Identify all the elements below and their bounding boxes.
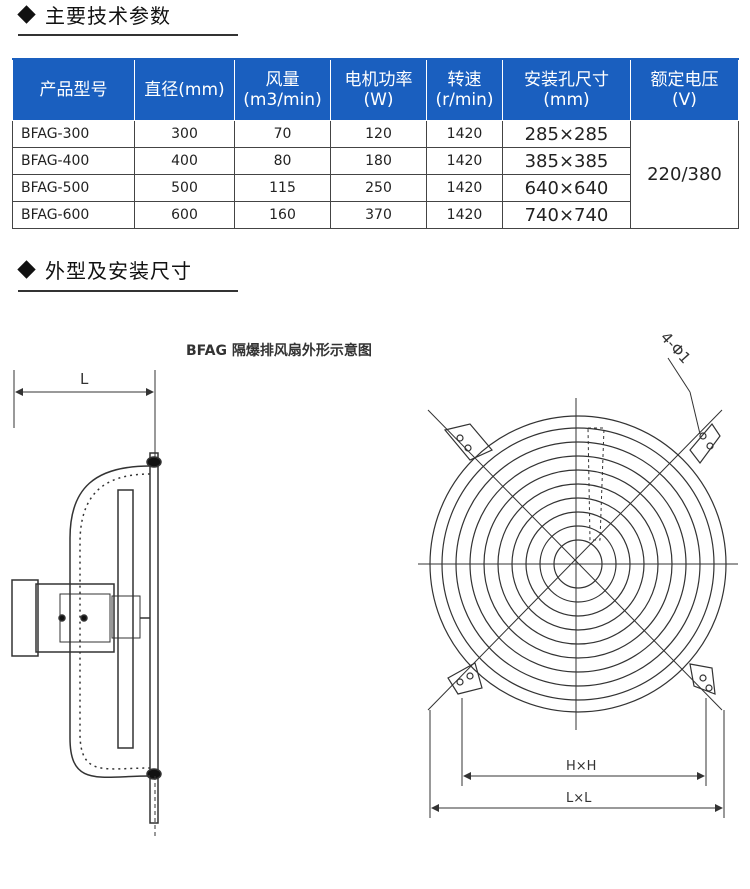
section-title: 外型及安装尺寸	[45, 258, 192, 283]
cell-airflow: 80	[234, 147, 331, 175]
header-airflow: 风量(m3/min)	[234, 58, 331, 121]
cell-diameter: 300	[134, 120, 235, 148]
header-voltage: 额定电压(V)	[630, 58, 739, 121]
cell-speed: 1420	[426, 174, 503, 202]
section-divider	[18, 34, 238, 36]
cell-airflow: 115	[234, 174, 331, 202]
label-overall-size: L×L	[566, 791, 592, 806]
label-length: L	[80, 370, 89, 388]
label-mounting-holes: 4-Φ1	[657, 328, 695, 367]
header-power: 电机功率(W)	[330, 58, 427, 121]
section-header-specs: 主要技术参数	[14, 1, 171, 28]
cell-speed: 1420	[426, 147, 503, 175]
table-row: BFAG-400 400 80 180 1420 385×385	[12, 147, 739, 175]
cell-model: BFAG-600	[12, 201, 135, 229]
cell-model: BFAG-300	[12, 120, 135, 148]
cell-hole-size: 285×285	[502, 120, 631, 148]
specs-table: 产品型号 直径(mm) 风量(m3/min) 电机功率(W) 转速(r/min)…	[12, 58, 739, 229]
table-header-row: 产品型号 直径(mm) 风量(m3/min) 电机功率(W) 转速(r/min)…	[12, 58, 739, 121]
cell-hole-size: 640×640	[502, 174, 631, 202]
front-view	[418, 357, 738, 818]
cell-hole-size: 740×740	[502, 201, 631, 229]
section-divider	[18, 290, 238, 292]
diamond-bullet-icon	[17, 4, 36, 24]
cell-diameter: 500	[134, 174, 235, 202]
cell-speed: 1420	[426, 201, 503, 229]
cell-power: 180	[330, 147, 427, 175]
section-header-dimensions: 外型及安装尺寸	[14, 256, 192, 283]
label-hole-spacing: H×H	[566, 759, 596, 774]
specs-table-container: 产品型号 直径(mm) 风量(m3/min) 电机功率(W) 转速(r/min)…	[12, 58, 739, 229]
side-view	[11, 370, 162, 838]
table-row: BFAG-600 600 160 370 1420 740×740	[12, 201, 739, 229]
header-hole-size: 安装孔尺寸(mm)	[502, 58, 631, 121]
section-title: 主要技术参数	[45, 3, 171, 28]
cell-speed: 1420	[426, 120, 503, 148]
header-model: 产品型号	[12, 58, 135, 121]
drawing-caption: BFAG 隔爆排风扇外形示意图	[186, 342, 372, 359]
cell-power: 120	[330, 120, 427, 148]
cell-hole-size: 385×385	[502, 147, 631, 175]
cell-airflow: 70	[234, 120, 331, 148]
header-diameter: 直径(mm)	[134, 58, 235, 121]
cell-power: 250	[330, 174, 427, 202]
cell-model: BFAG-400	[12, 147, 135, 175]
diamond-bullet-icon	[17, 259, 36, 279]
cell-power: 370	[330, 201, 427, 229]
cell-airflow: 160	[234, 201, 331, 229]
table-row: BFAG-500 500 115 250 1420 640×640	[12, 174, 739, 202]
cell-voltage: 220/380	[630, 120, 739, 229]
cell-diameter: 600	[134, 201, 235, 229]
technical-drawing: BFAG 隔爆排风扇外形示意图	[0, 318, 750, 885]
header-speed: 转速(r/min)	[426, 58, 503, 121]
table-row: BFAG-300 300 70 120 1420 285×285 220/380	[12, 120, 739, 229]
cell-diameter: 400	[134, 147, 235, 175]
cell-model: BFAG-500	[12, 174, 135, 202]
drawing-svg: BFAG 隔爆排风扇外形示意图	[11, 328, 738, 838]
